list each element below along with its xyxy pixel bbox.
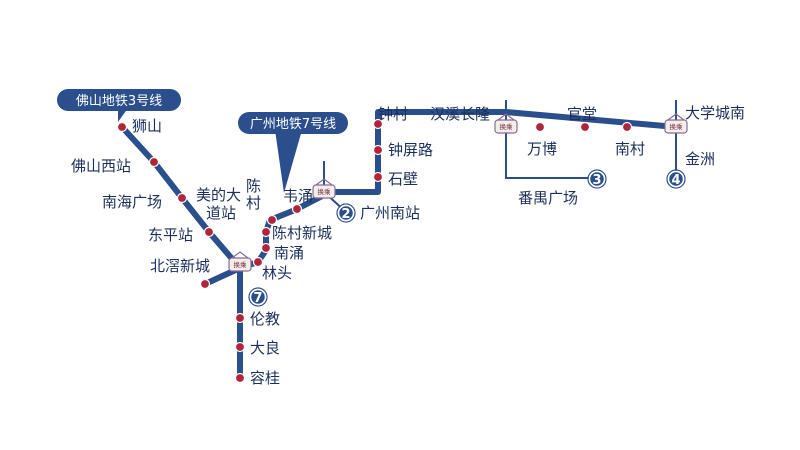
station-label-meidedadao: 美的大 道站 <box>196 186 246 222</box>
station-label-shishan: 狮山 <box>132 117 162 135</box>
station-dot-ronggui[interactable] <box>234 372 246 384</box>
callout-foshan-line-3[interactable]: 佛山地铁3号线 <box>57 89 181 122</box>
station-dot-chencun[interactable] <box>266 214 278 226</box>
svg-text:4: 4 <box>671 173 680 188</box>
station-dot-foshanxi[interactable] <box>148 156 160 168</box>
transfer-icon-beijiaoxincheng[interactable]: 换乘 <box>228 251 252 272</box>
transfer-label: 换乘 <box>234 260 248 269</box>
station-label-beijiaoxincheng: 北滘新城 <box>150 257 210 275</box>
station-dot-weiyong[interactable] <box>291 203 303 215</box>
line-3-badge: 3 <box>587 169 607 189</box>
station-label-chencunxincheng: 陈村新城 <box>272 224 332 242</box>
station-dot-wanbo[interactable] <box>534 121 546 133</box>
station-dot-shibi[interactable] <box>372 171 384 183</box>
station-label-jinzhou: 金洲 <box>685 150 715 168</box>
station-label-foshanxi: 佛山西站 <box>71 157 131 175</box>
transfer-icon-guangzhounan[interactable]: 换乘 <box>312 178 336 199</box>
station-dot-lintou[interactable] <box>252 256 264 268</box>
station-dot-guantang[interactable] <box>579 121 591 133</box>
transfer-icon-daxuechengnan[interactable]: 换乘 <box>664 113 688 134</box>
svg-text:7: 7 <box>253 291 262 306</box>
station-label-daliang: 大良 <box>250 339 280 357</box>
station-label-zhongcun: 钟村 <box>378 105 408 123</box>
station-label-panyuguangchang: 番禺广场 <box>518 189 578 207</box>
station-label-daxuechengnan: 大学城南 <box>685 104 745 122</box>
station-dot-chencunxincheng[interactable] <box>260 226 272 238</box>
station-dot-daliang[interactable] <box>234 341 246 353</box>
station-label-lintou: 林头 <box>262 264 292 282</box>
callout-guangzhou-line-7-label: 广州地铁7号线 <box>250 117 336 132</box>
station-dot-lunjiao[interactable] <box>234 312 246 324</box>
station-dot-dongping[interactable] <box>203 226 215 238</box>
station-label-chencun-c1: 陈 <box>246 177 261 195</box>
callout-guangzhou-line-7[interactable]: 广州地铁7号线 <box>238 112 348 193</box>
station-label-wanbo: 万博 <box>527 140 557 158</box>
line-7-badge: 7 <box>248 287 268 307</box>
transfer-label: 换乘 <box>670 122 684 131</box>
station-label-dongping: 东平站 <box>148 226 193 244</box>
station-dot-zhongpinglu[interactable] <box>372 144 384 156</box>
station-label-nanyong: 南涌 <box>274 244 304 262</box>
station-label-meidedadao-line2: 道站 <box>206 204 236 222</box>
line-2-badge: 2 <box>336 203 356 223</box>
callout-foshan-line-3-label: 佛山地铁3号线 <box>76 94 162 109</box>
station-label-nancun: 南村 <box>615 140 645 158</box>
station-label-guantang: 官堂 <box>567 105 597 123</box>
station-label-nanhaiguangchang: 南海广场 <box>102 193 162 211</box>
transfer-label: 换乘 <box>318 187 332 196</box>
station-dot-nanyong[interactable] <box>260 242 272 254</box>
transfer-label: 换乘 <box>500 122 514 131</box>
svg-text:3: 3 <box>592 173 601 188</box>
station-label-chencun: 陈 村 <box>246 177 266 212</box>
station-label-ronggui: 容桂 <box>250 369 280 387</box>
station-dot-zhongcun[interactable] <box>372 118 384 130</box>
station-label-shibi: 石壁 <box>388 170 418 188</box>
line-4-badge: 4 <box>666 169 686 189</box>
transfer-icon-hanxichanglong[interactable]: 换乘 <box>494 113 518 134</box>
station-label-meidedadao-line1: 美的大 <box>196 186 241 204</box>
station-label-chencun-c2: 村 <box>246 194 261 212</box>
station-dot-beijiaoxincheng[interactable] <box>199 278 211 290</box>
station-label-zhongpinglu: 钟屏路 <box>388 141 433 159</box>
station-label-guangzhounan: 广州南站 <box>360 204 420 222</box>
station-label-lunjiao: 伦教 <box>250 310 280 328</box>
station-dot-nanhaiguangchang[interactable] <box>176 192 188 204</box>
svg-text:2: 2 <box>341 207 350 222</box>
station-label-hanxichanglong: 汉溪长隆 <box>430 105 490 123</box>
station-dot-shishan[interactable] <box>116 121 128 133</box>
station-label-weiyong: 韦涌 <box>283 187 313 205</box>
station-dot-nancun[interactable] <box>621 121 633 133</box>
